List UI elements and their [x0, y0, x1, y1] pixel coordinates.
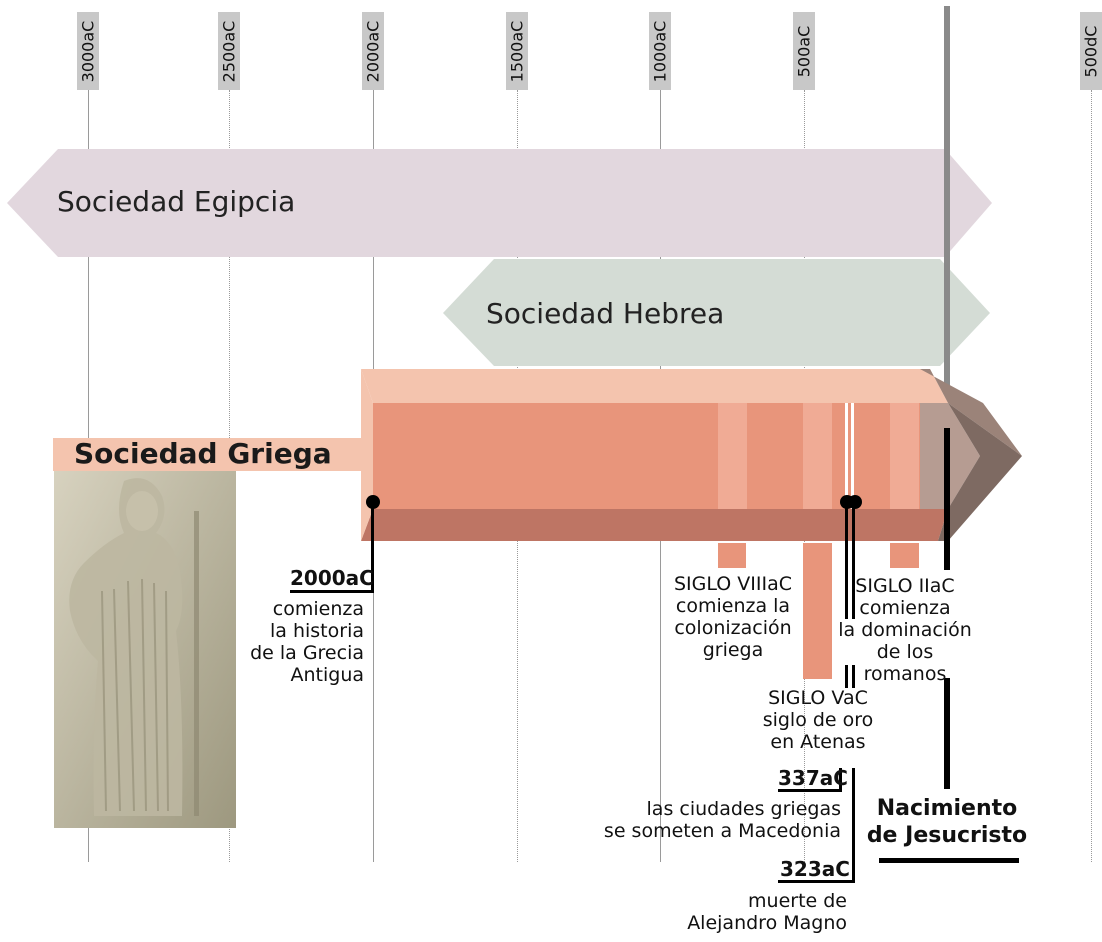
annotation-2000ac-line: la historia — [270, 620, 364, 642]
annotation-323ac-line: Alejandro Magno — [687, 912, 847, 934]
annotation-siglo2-line: la dominación — [838, 619, 972, 641]
annotation-siglo8: SIGLO VIIIaC comienza la colonización gr… — [660, 573, 806, 661]
label-sociedad-egipcia: Sociedad Egipcia — [57, 185, 296, 218]
annotation-jesus-line: Nacimiento — [876, 796, 1018, 821]
athena-relief-image — [54, 471, 236, 828]
stripe-siglo5 — [803, 403, 832, 509]
underline-2000ac — [290, 590, 374, 593]
axis-tick-2500ac: 2500aC — [218, 12, 240, 90]
griega-bar-top — [361, 369, 948, 403]
griega-bar-bottom — [361, 509, 948, 541]
stripe-siglo2 — [890, 403, 919, 509]
underline-323ac — [778, 880, 855, 883]
annotation-siglo2: SIGLO IIaC comienza la dominación de los… — [836, 575, 974, 685]
connector-337-c — [839, 768, 842, 792]
stripe-white-1 — [845, 403, 848, 509]
annotation-2000ac-line: comienza — [272, 598, 364, 620]
axis-tick-500dc: 500dC — [1080, 12, 1102, 90]
marker-siglo8 — [718, 543, 746, 568]
annotation-2000ac-line: de la Grecia — [250, 642, 364, 664]
annotation-siglo2-line: SIGLO IIaC — [855, 575, 955, 597]
jesus-black-line-lower — [944, 678, 950, 789]
annotation-siglo5-line: SIGLO VaC — [768, 687, 868, 709]
annotation-323ac-line: muerte de — [748, 890, 847, 912]
connector-337-b — [845, 665, 848, 688]
annotation-337ac-line: se someten a Macedonia — [603, 820, 841, 842]
date-337ac: 337aC — [778, 766, 848, 790]
annotation-siglo5-line: en Atenas — [770, 731, 866, 753]
annotation-siglo5-line: siglo de oro — [762, 709, 874, 731]
axis-tick-1500ac: 1500aC — [506, 12, 528, 90]
marker-siglo2 — [890, 543, 919, 568]
marker-siglo5 — [803, 543, 832, 679]
label-sociedad-griega: Sociedad Griega — [74, 437, 332, 470]
annotation-jesus: Nacimiento de Jesucristo — [866, 795, 1028, 849]
annotation-337ac: las ciudades griegas se someten a Macedo… — [596, 798, 841, 842]
band-hebrea — [443, 259, 990, 366]
stripe-white-2 — [851, 403, 854, 509]
connector-337-a — [845, 502, 848, 619]
connector-2000ac — [371, 502, 374, 593]
annotation-jesus-line: de Jesucristo — [866, 823, 1028, 848]
annotation-siglo2-line: de los romanos — [863, 641, 947, 685]
annotation-323ac: muerte de Alejandro Magno — [666, 890, 847, 934]
connector-323-b — [852, 665, 855, 688]
underline-jesus — [879, 858, 1019, 863]
annotation-siglo8-line: griega — [702, 639, 764, 661]
axis-tick-2000ac: 2000aC — [362, 12, 384, 90]
date-323ac: 323aC — [780, 857, 850, 881]
date-2000ac: 2000aC — [290, 566, 374, 590]
annotation-siglo5: SIGLO VaC siglo de oro en Atenas — [755, 687, 881, 753]
jesus-black-line-upper — [944, 428, 950, 570]
annotation-siglo2-line: comienza — [859, 597, 951, 619]
annotation-siglo8-line: SIGLO VIIIaC — [673, 573, 792, 595]
band-egipcia — [7, 149, 992, 257]
annotation-siglo8-line: comienza la — [675, 595, 791, 617]
axis-tick-1000ac: 1000aC — [649, 12, 671, 90]
connector-323-a — [852, 502, 855, 619]
label-sociedad-hebrea: Sociedad Hebrea — [486, 297, 725, 330]
annotation-2000ac-line: Antigua — [290, 664, 364, 686]
annotation-siglo8-line: colonización — [674, 617, 792, 639]
axis-tick-500ac: 500aC — [793, 12, 815, 90]
arrow-head-shade — [938, 403, 1022, 541]
gridline-500dc — [1091, 90, 1092, 862]
jesus-marker-line — [944, 6, 950, 394]
connector-323-c — [852, 768, 855, 883]
griega-label-bar — [53, 438, 365, 471]
annotation-2000ac: comienza la historia de la Grecia Antigu… — [250, 598, 364, 686]
arrow-head-top — [920, 369, 1022, 456]
stripe-siglo8 — [718, 403, 747, 509]
griega-bar-front — [373, 403, 948, 509]
underline-337ac — [778, 789, 842, 792]
annotation-337ac-line: las ciudades griegas — [646, 798, 841, 820]
axis-tick-3000ac: 3000aC — [77, 12, 99, 90]
